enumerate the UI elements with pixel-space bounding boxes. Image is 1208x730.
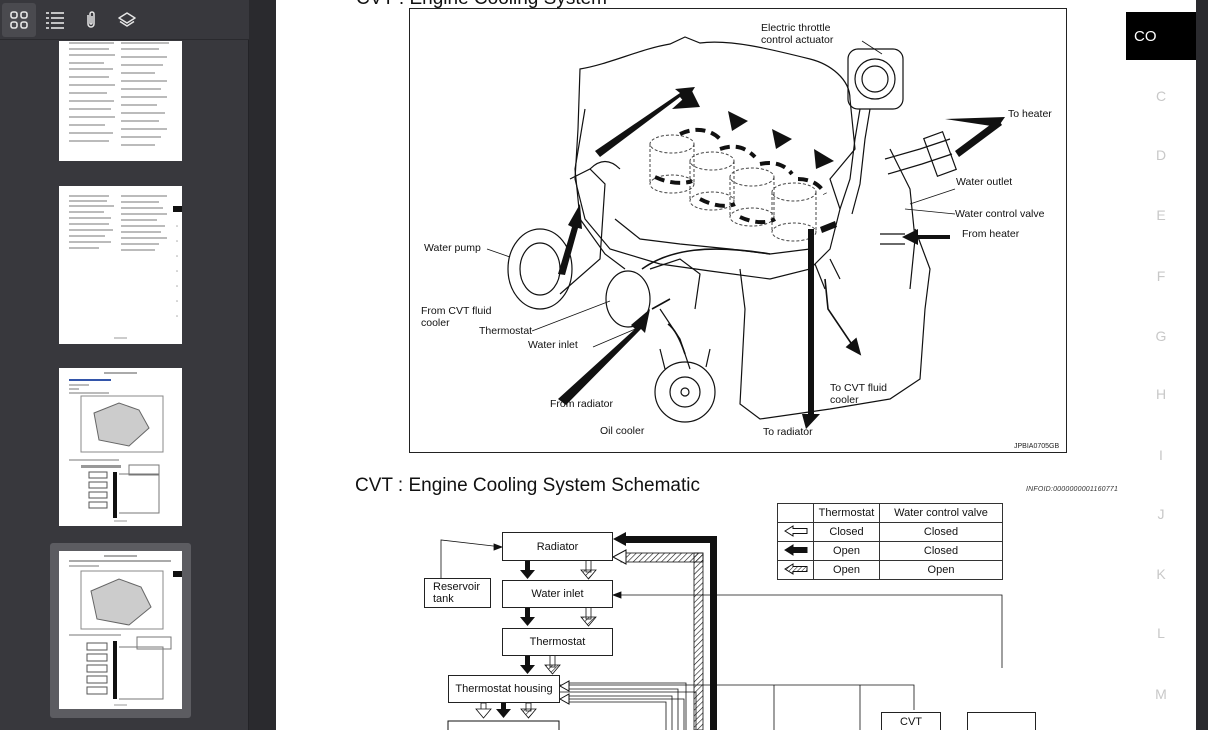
page-thumbnail-1[interactable]	[50, 41, 191, 161]
schematic-reservoir-tank: Reservoir tank	[424, 578, 491, 608]
label-from-radiator: From radiator	[550, 398, 614, 410]
thumbnail-image	[59, 41, 182, 161]
paperclip-icon	[87, 10, 95, 28]
label-to-cvt-cooler: To CVT fluid cooler	[830, 382, 887, 406]
thumbnail-image	[59, 186, 182, 344]
section-index-c[interactable]: C	[1155, 88, 1167, 104]
grid-icon	[10, 10, 28, 29]
schematic-cvt: CVT	[881, 712, 941, 730]
thumbnail-list	[0, 41, 249, 730]
section-index-d[interactable]: D	[1155, 147, 1167, 163]
label-from-cvt-cooler: From CVT fluid cooler	[421, 305, 492, 329]
document-page: CVT : Engine Cooling System INFOID:00000…	[276, 0, 1196, 730]
info-id-schematic: INFOID:0000000001160771	[1026, 486, 1119, 493]
thumbnail-content	[69, 42, 169, 146]
schematic-block-right	[967, 712, 1036, 730]
schematic-thermostat: Thermostat	[502, 628, 613, 656]
section-index-k[interactable]: K	[1156, 566, 1166, 582]
thumbnails-view-button[interactable]	[2, 2, 36, 37]
label-water-outlet: Water outlet	[956, 176, 1013, 188]
label-throttle-actuator: Electric throttle control actuator	[761, 22, 834, 46]
legend-row3-valve: Open	[879, 560, 1003, 580]
section-index: CO C D E F G H I J K L M	[1126, 0, 1196, 730]
section-heading-schematic: CVT : Engine Cooling System Schematic	[355, 475, 700, 496]
section-index-co[interactable]: CO	[1126, 12, 1196, 60]
legend-row2-valve: Closed	[879, 541, 1003, 561]
section-index-h[interactable]: H	[1155, 386, 1167, 402]
label-water-control-valve: Water control valve	[955, 208, 1045, 220]
label-water-pump: Water pump	[424, 242, 481, 254]
engine-diagram	[486, 36, 1005, 429]
section-index-i[interactable]: I	[1159, 447, 1163, 463]
thumbnail-content	[69, 372, 164, 522]
viewer-gutter	[249, 0, 276, 730]
section-index-m[interactable]: M	[1155, 686, 1167, 702]
legend-row2-thermostat: Open	[813, 541, 880, 561]
label-water-inlet: Water inlet	[528, 339, 578, 351]
thumbnail-image	[59, 551, 182, 709]
figure-code: JPBIA0705GB	[1014, 443, 1060, 450]
page-thumbnail-4[interactable]	[50, 543, 191, 718]
flow-legend-table: Thermostat Water control valve Closed Cl…	[777, 503, 1003, 580]
white-arrow-icon	[783, 524, 807, 537]
schematic-water-inlet: Water inlet	[502, 580, 613, 608]
section-index-j[interactable]: J	[1157, 506, 1165, 522]
hatched-arrow-icon	[783, 562, 807, 575]
page-thumbnail-2[interactable]	[50, 186, 191, 344]
legend-row1-thermostat: Closed	[813, 522, 880, 542]
label-to-radiator: To radiator	[763, 426, 813, 438]
legend-header-valve: Water control valve	[879, 503, 1003, 523]
thumbnail-content	[69, 555, 182, 706]
thumbnail-image	[59, 368, 182, 526]
label-thermostat: Thermostat	[479, 325, 533, 337]
label-from-heater: From heater	[962, 228, 1020, 240]
legend-row3-thermostat: Open	[813, 560, 880, 580]
sidebar	[0, 0, 249, 730]
schematic-radiator: Radiator	[502, 532, 613, 561]
info-id-cooling-system: INFOID:0000000001160770	[1026, 0, 1118, 2]
legend-header-thermostat: Thermostat	[813, 503, 880, 523]
section-index-g[interactable]: G	[1155, 328, 1167, 344]
scrollbar-track[interactable]	[1196, 0, 1208, 730]
schematic-thermostat-housing: Thermostat housing	[448, 675, 560, 703]
section-index-l[interactable]: L	[1157, 625, 1165, 641]
section-index-f[interactable]: F	[1156, 268, 1166, 284]
page-thumbnail-3[interactable]	[50, 368, 191, 526]
label-oil-cooler: Oil cooler	[600, 425, 645, 437]
sidebar-toolbar	[0, 0, 249, 40]
list-icon	[46, 11, 64, 29]
schematic-lines	[440, 532, 1003, 730]
engine-cooling-figure: Electric throttle control actuator To he…	[409, 8, 1067, 453]
outline-view-button[interactable]	[38, 3, 72, 37]
layers-icon	[118, 11, 136, 27]
label-to-heater: To heater	[1008, 108, 1052, 120]
section-index-e[interactable]: E	[1156, 207, 1166, 223]
thumbnail-content	[69, 195, 182, 339]
black-arrow-icon	[783, 543, 807, 556]
layers-view-button[interactable]	[110, 3, 144, 37]
attachments-view-button[interactable]	[74, 3, 108, 37]
section-heading-cooling-system: CVT : Engine Cooling System	[356, 0, 607, 10]
